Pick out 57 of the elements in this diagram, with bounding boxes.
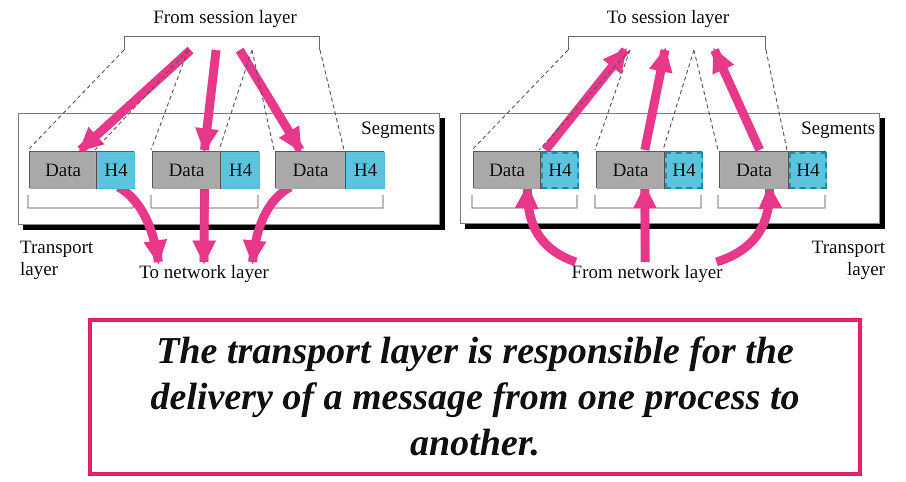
data-label: Data	[292, 160, 328, 182]
bracket	[568, 36, 766, 50]
data-label: Data	[45, 160, 81, 182]
segment-bar	[29, 151, 134, 188]
guide-line	[320, 50, 344, 150]
header-block	[665, 152, 703, 189]
header-block	[789, 152, 827, 189]
header-block	[221, 152, 260, 189]
data-label: Data	[612, 160, 648, 182]
guide-line	[94, 50, 189, 150]
layer-caption: Transport layer	[810, 237, 885, 281]
guide-line	[218, 50, 252, 150]
header-block	[346, 152, 385, 189]
layer-caption: From network layer	[558, 262, 736, 284]
layer-caption: To network layer	[128, 262, 280, 284]
guide-line	[662, 50, 694, 150]
segment-bar	[596, 151, 702, 188]
layer-caption: To session layer	[596, 7, 740, 29]
data-label: Data	[489, 160, 525, 182]
panel-title: Segments	[361, 118, 435, 140]
guide-line	[766, 50, 788, 150]
data-block	[276, 152, 346, 189]
header-label: H4	[548, 160, 572, 182]
statement-text: The transport layer is responsible for the delivery of a message from one process to another.	[149, 329, 801, 466]
data-block	[153, 152, 221, 189]
arrow	[77, 46, 194, 154]
header-block	[97, 152, 135, 189]
data-block	[30, 152, 97, 189]
data-label: Data	[736, 160, 772, 182]
guide-line	[693, 50, 718, 150]
arrow	[195, 49, 221, 152]
header-label: H4	[672, 160, 696, 182]
guide-line	[252, 50, 274, 150]
header-label: H4	[796, 160, 820, 182]
panel-title: Segments	[801, 118, 875, 140]
data-block	[474, 152, 541, 189]
header-label: H4	[228, 160, 252, 182]
data-block	[597, 152, 665, 189]
segment-bar	[719, 151, 826, 188]
segment-bar	[473, 151, 578, 188]
arrow	[710, 48, 764, 152]
arrow	[640, 48, 672, 151]
header-label: H4	[104, 160, 128, 182]
arrow	[192, 186, 216, 264]
guide-line	[594, 50, 630, 150]
data-block	[720, 152, 789, 189]
data-label: Data	[168, 160, 204, 182]
segment-bar	[275, 151, 384, 188]
segment-bar	[152, 151, 259, 188]
layer-caption: From session layer	[150, 7, 300, 29]
header-block	[541, 152, 579, 189]
arrow	[236, 48, 304, 152]
guide-line	[150, 50, 189, 150]
bracket	[124, 36, 320, 50]
layer-caption: Transport layer	[20, 237, 94, 281]
header-label: H4	[354, 160, 378, 182]
message-box	[88, 318, 862, 476]
